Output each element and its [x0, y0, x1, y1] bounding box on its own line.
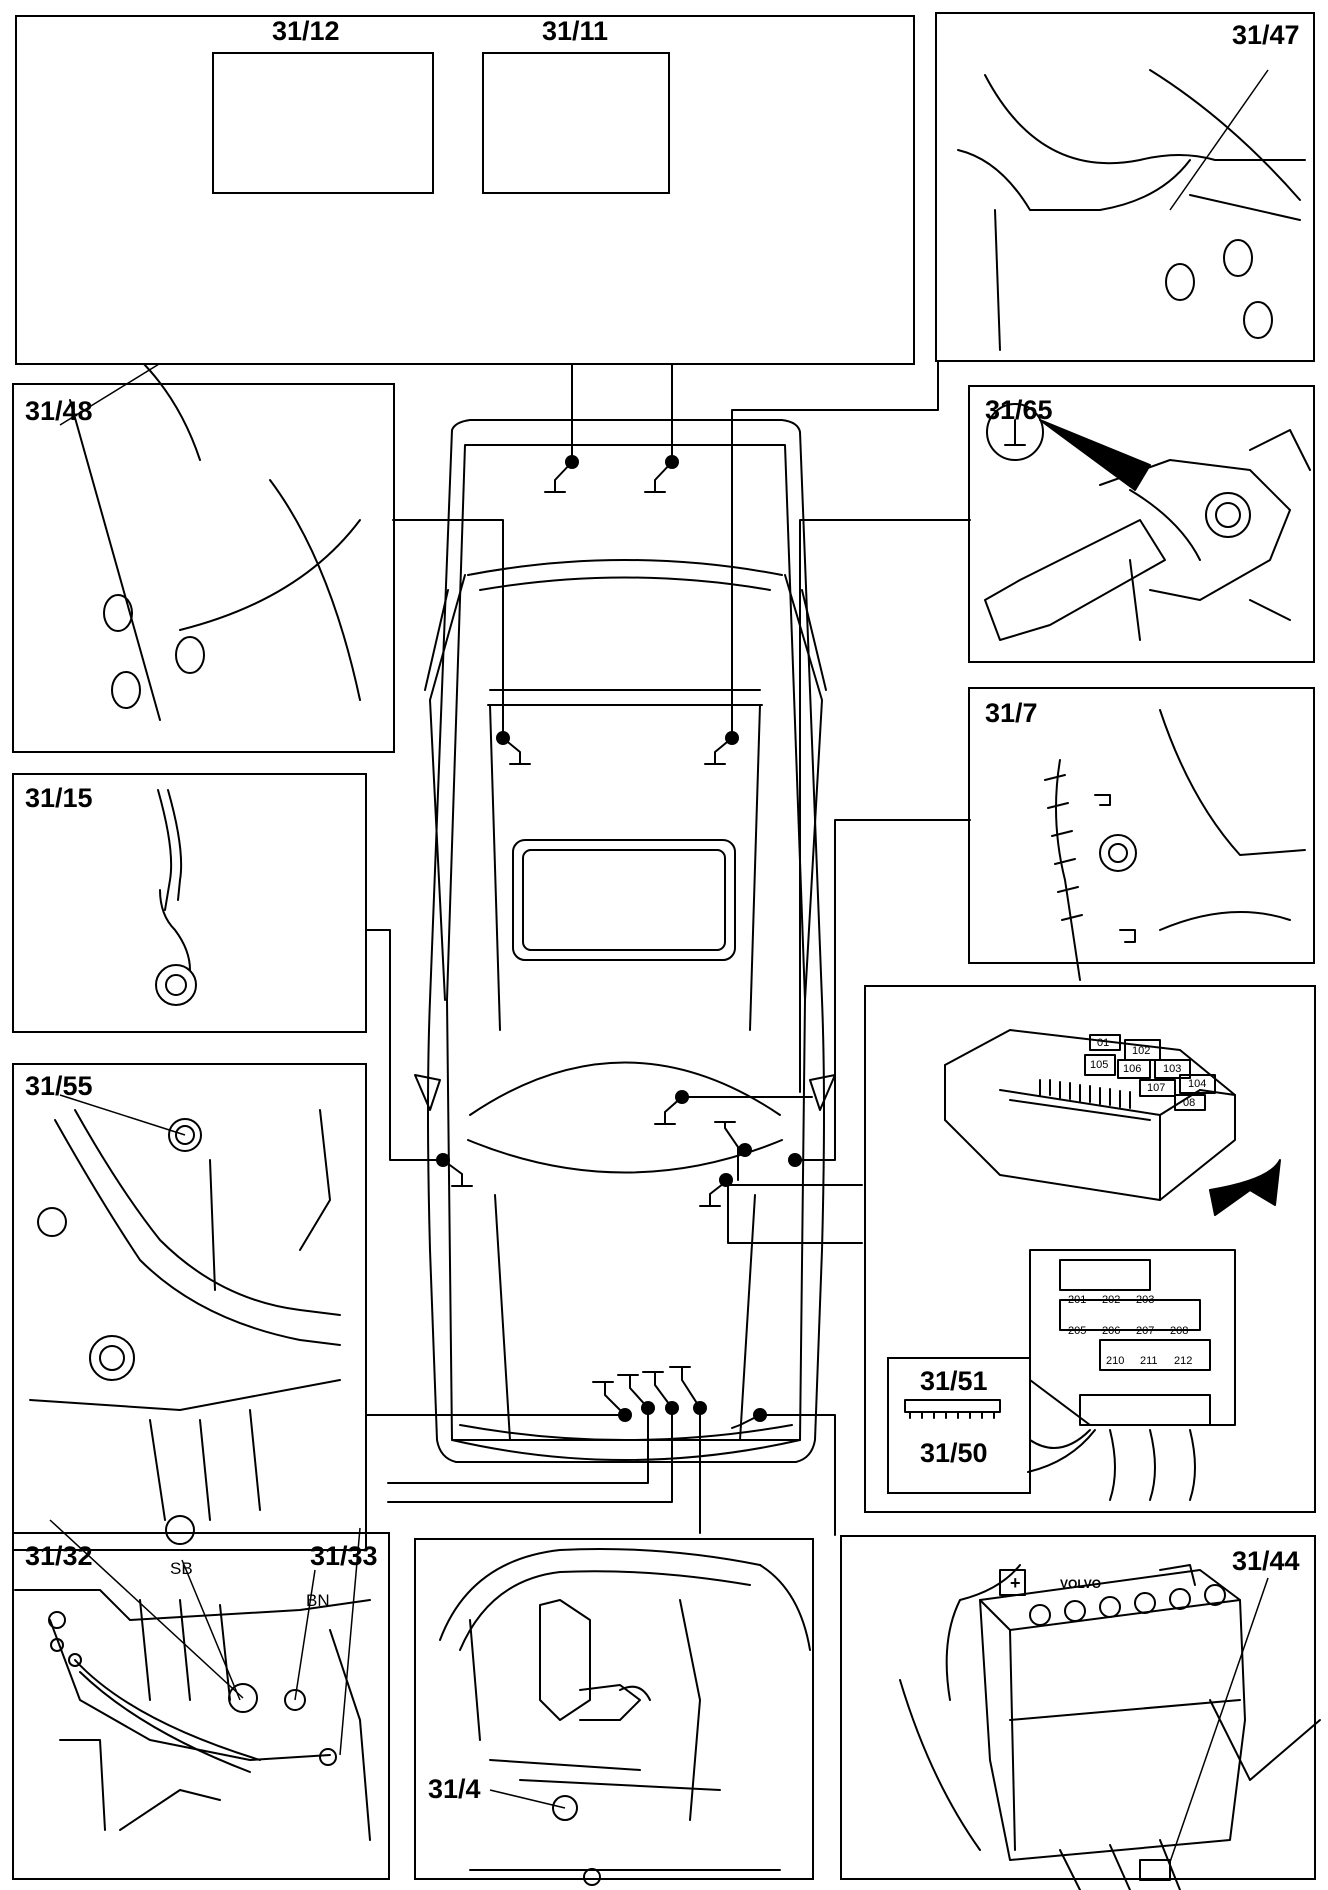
relay-label: 102 — [1132, 1045, 1151, 1057]
relay-label: 106 — [1123, 1063, 1142, 1075]
label-31-65: 31/65 — [985, 395, 1053, 425]
label-31-7: 31/7 — [985, 698, 1038, 728]
panel-rear-floor — [15, 15, 915, 365]
wire-tag-bn: BN — [306, 1591, 330, 1610]
panel-31-4 — [414, 1538, 814, 1880]
label-31-51: 31/51 — [920, 1366, 988, 1396]
panel-31-15 — [12, 773, 367, 1033]
label-31-48: 31/48 — [25, 396, 93, 426]
sketch-31-65 — [984, 403, 1311, 641]
sketch-31-15 — [155, 789, 197, 1006]
label-31-32: 31/32 — [25, 1541, 93, 1571]
relay-label: 107 — [1147, 1082, 1166, 1094]
inset-31-11 — [482, 52, 670, 194]
panel-31-44 — [840, 1535, 1316, 1880]
label-31-15: 31/15 — [25, 783, 93, 813]
relay-label: 211 — [1140, 1355, 1158, 1367]
battery-plus: + — [1010, 1573, 1021, 1593]
wire-tag-sb: SB — [170, 1559, 193, 1578]
panel-31-32-33 — [12, 1532, 390, 1880]
label-31-44: 31/44 — [1232, 1546, 1300, 1576]
relay-label: 212 — [1174, 1355, 1193, 1367]
car-outline — [414, 419, 836, 1463]
panel-31-7 — [968, 687, 1315, 964]
label-31-11: 31/11 — [542, 16, 609, 46]
relay-label: 103 — [1163, 1063, 1182, 1075]
inset-31-12 — [212, 52, 434, 194]
relay-label: 208 — [1170, 1325, 1189, 1337]
relay-label: 105 — [1090, 1059, 1109, 1071]
ground-points — [436, 455, 802, 1422]
sketch-31-55 — [29, 1109, 341, 1545]
panel-31-48 — [12, 383, 395, 753]
panel-31-65 — [968, 385, 1315, 663]
sketch-31-32 — [14, 1589, 371, 1841]
inset-31-51-50 — [887, 1357, 1031, 1494]
label-31-50: 31/50 — [920, 1438, 988, 1468]
label-31-4: 31/4 — [428, 1774, 481, 1804]
label-31-55: 31/55 — [25, 1071, 93, 1101]
relay-label: 203 — [1136, 1294, 1155, 1306]
ground-symbols — [442, 461, 761, 1429]
label-31-47: 31/47 — [1232, 20, 1300, 50]
relay-label: 210 — [1106, 1355, 1125, 1367]
panel-31-47 — [935, 12, 1315, 362]
relay-label: 206 — [1102, 1325, 1121, 1337]
relay-label: 207 — [1136, 1325, 1155, 1337]
relay-label: 104 — [1188, 1078, 1207, 1090]
pointer-lines — [49, 69, 1269, 1863]
sketch-31-7 — [1044, 709, 1306, 981]
panel-31-55 — [12, 1063, 367, 1551]
leader-lines — [365, 361, 971, 1536]
relay-label: 08 — [1183, 1097, 1196, 1109]
relay-label: 205 — [1068, 1325, 1087, 1337]
label-31-33: 31/33 — [310, 1541, 378, 1571]
relay-label: 201 — [1068, 1294, 1087, 1306]
sketch-fuse-box — [944, 1029, 1281, 1501]
label-31-12: 31/12 — [272, 16, 340, 46]
sketch-31-51-connector — [904, 1399, 1001, 1419]
sketch-31-44-battery — [899, 1564, 1321, 1890]
relay-label: 01 — [1097, 1037, 1110, 1049]
relay-label: 202 — [1102, 1294, 1121, 1306]
sketch-31-4 — [439, 1548, 811, 1886]
panel-fuse-box — [864, 985, 1316, 1513]
battery-brand: VOLVO — [1060, 1577, 1102, 1591]
